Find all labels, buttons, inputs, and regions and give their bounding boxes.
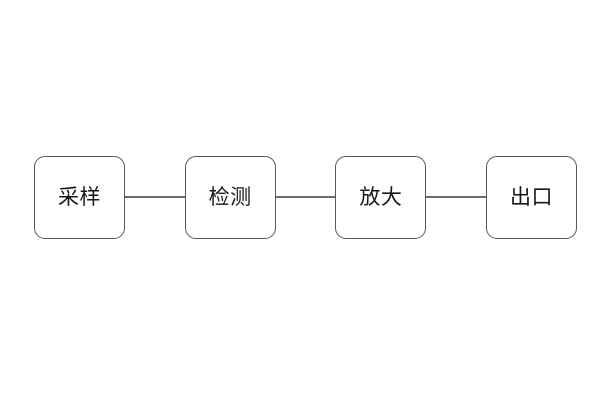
flow-node-sampling[interactable]: 采样 <box>34 155 125 239</box>
flow-node-label: 出口 <box>510 184 554 209</box>
flow-node-label: 放大 <box>359 184 403 209</box>
flow-connector-2 <box>275 196 336 198</box>
flow-connector-3 <box>426 196 487 198</box>
flow-node-detection[interactable]: 检测 <box>184 155 276 239</box>
flow-node-amplification[interactable]: 放大 <box>335 155 427 239</box>
flow-node-label: 采样 <box>58 184 101 209</box>
flow-node-label: 检测 <box>208 184 252 209</box>
flow-chain: 采样 检测 放大 出口 <box>34 155 578 239</box>
flow-connector-1 <box>125 196 185 198</box>
flow-node-output[interactable]: 出口 <box>486 155 578 239</box>
